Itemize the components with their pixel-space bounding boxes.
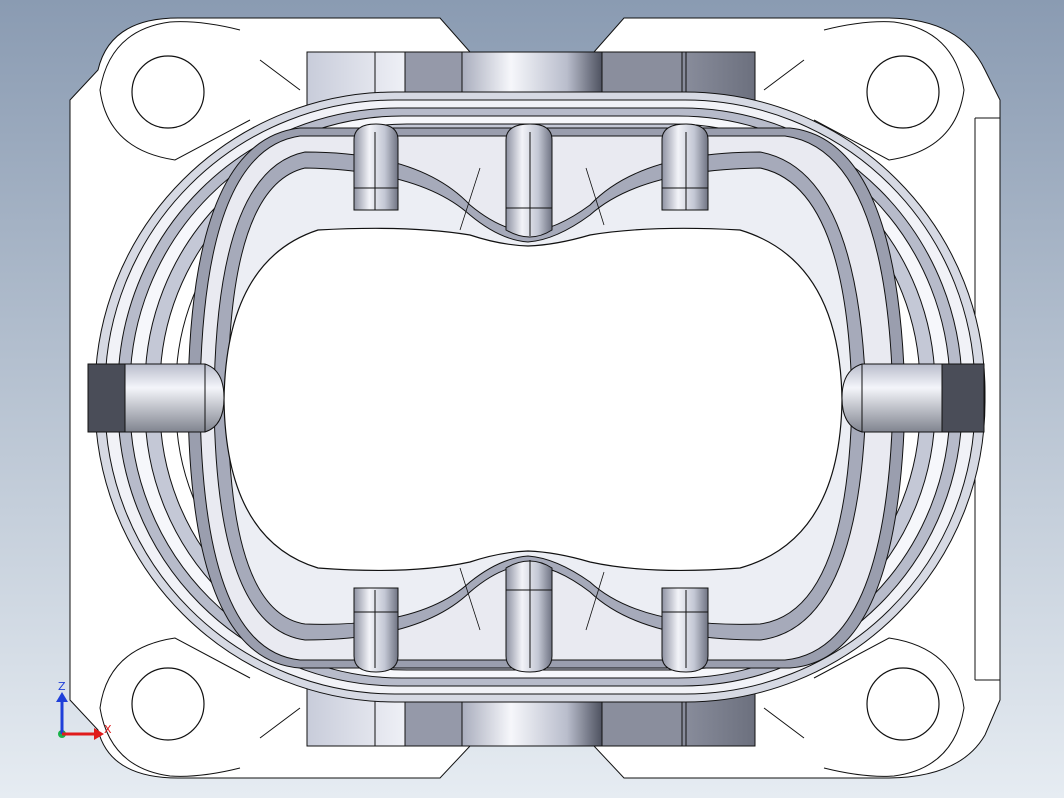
seam-lines bbox=[459, 167, 605, 631]
right-side-boss[interactable] bbox=[841, 363, 985, 433]
left-side-boss[interactable] bbox=[87, 363, 225, 433]
bolt-hole-top-left bbox=[131, 55, 205, 129]
bolt-hole-bottom-right bbox=[866, 667, 940, 741]
bolt-holes[interactable] bbox=[131, 55, 940, 741]
coordinate-triad: Z X bbox=[56, 680, 112, 740]
triad-x-arrowhead bbox=[94, 728, 104, 740]
corner-ears bbox=[99, 21, 965, 777]
bolt-hole-top-right bbox=[866, 55, 940, 129]
bolt-hole-bottom-left bbox=[131, 667, 205, 741]
triad-x-label: X bbox=[104, 723, 112, 736]
gear-bore-opening[interactable] bbox=[223, 227, 843, 572]
triad-z-arrowhead bbox=[56, 692, 68, 702]
triad-z-label: Z bbox=[58, 680, 66, 693]
top-knobs[interactable] bbox=[353, 123, 709, 238]
bottom-knobs[interactable] bbox=[353, 560, 709, 673]
